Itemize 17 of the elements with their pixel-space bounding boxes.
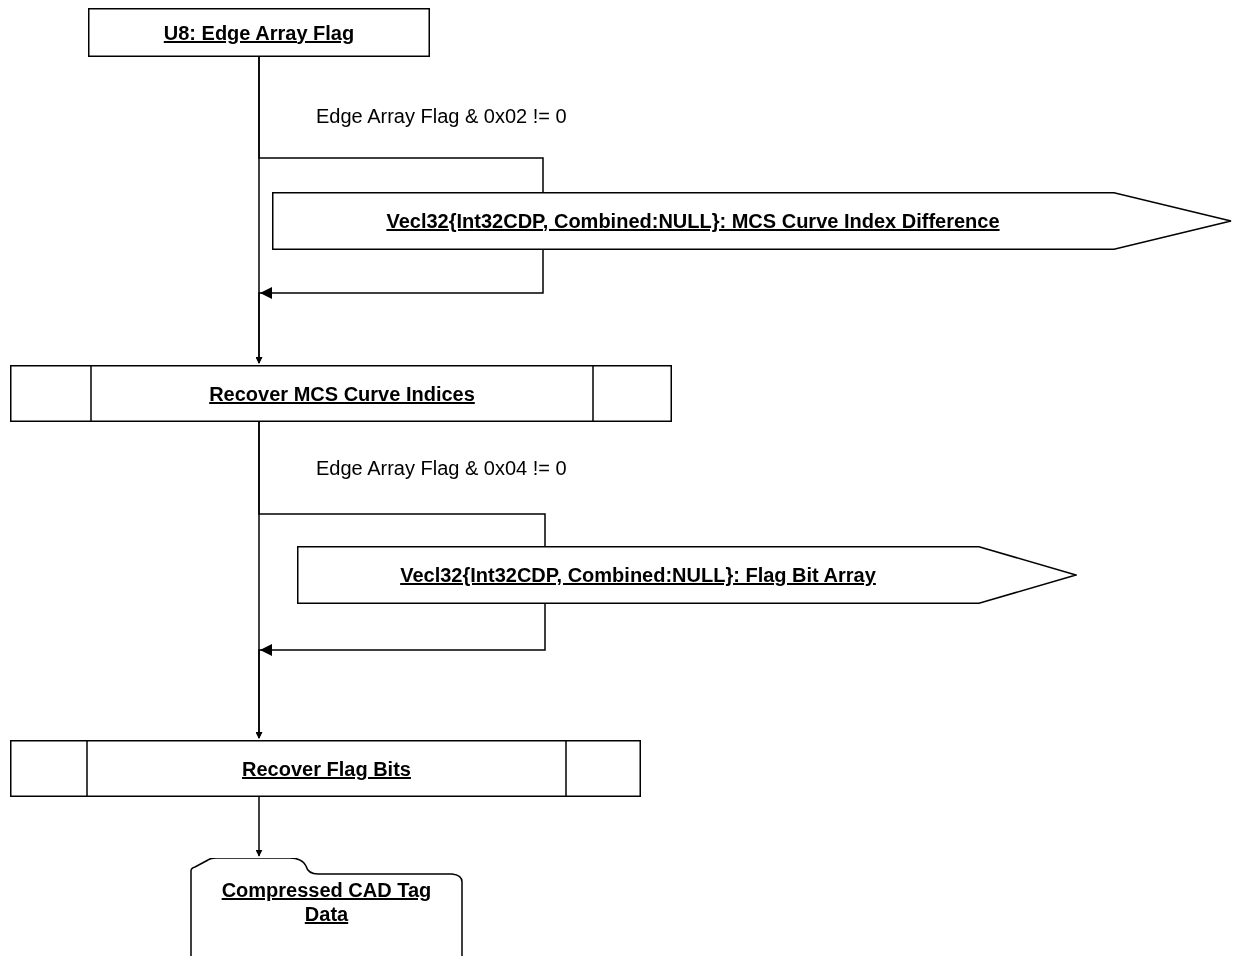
arrow <box>255 249 544 364</box>
node-title: Vecl32{Int32CDP, Combined:NULL}: MCS Curve Index Difference <box>385 209 1001 233</box>
predefined-process-box <box>10 740 641 797</box>
node-title: Compressed CAD Tag Data <box>220 878 433 926</box>
data-pentagon <box>297 546 1077 604</box>
data-pentagon <box>272 192 1232 250</box>
predefined-process-box <box>10 365 672 422</box>
node-title: Vecl32{Int32CDP, Combined:NULL}: Flag Bit Array <box>399 563 877 587</box>
connector-line <box>258 56 544 193</box>
node-title: Recover Flag Bits <box>241 756 412 781</box>
node-title: Recover MCS Curve Indices <box>208 381 476 406</box>
arrow <box>255 796 263 857</box>
arrow <box>255 603 546 739</box>
data-store-shape <box>190 858 463 956</box>
node-title: U8: Edge Array Flag <box>162 20 356 45</box>
connector-line <box>258 421 546 547</box>
process-box <box>88 8 430 57</box>
